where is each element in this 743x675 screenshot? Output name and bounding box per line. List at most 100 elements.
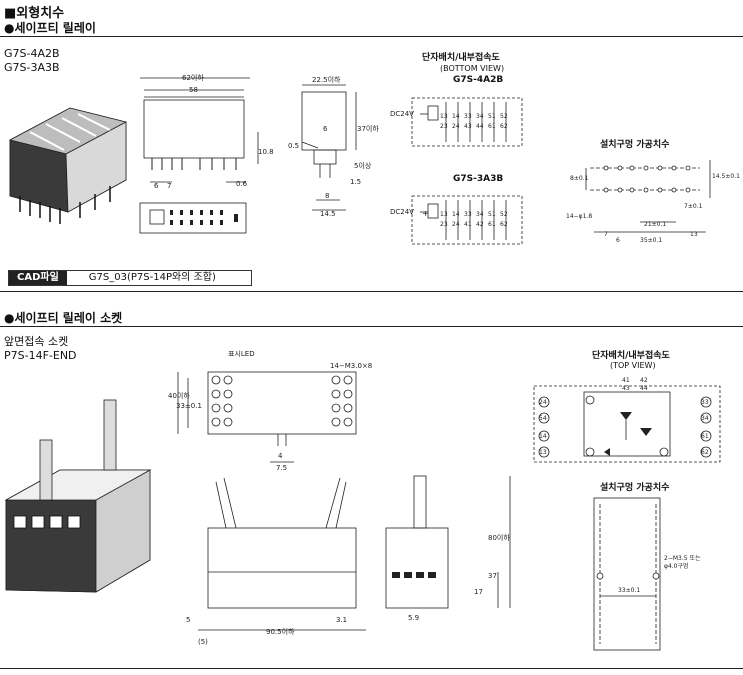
coil-label: DC24V <box>390 110 414 118</box>
svg-text:62: 62 <box>701 449 709 456</box>
socket-mount-dims: 33±0.1 2−M3.5 또는 φ4.0구멍 <box>618 555 701 594</box>
svg-text:7.5: 7.5 <box>276 464 287 472</box>
mount-title: 설치구멍 가공치수 <box>600 140 670 150</box>
terminal-numbers-a: 13 14 33 34 51 52 23 24 43 44 61 62 <box>440 113 508 130</box>
svg-text:41: 41 <box>622 377 630 384</box>
svg-text:24: 24 <box>452 123 460 130</box>
svg-text:5: 5 <box>186 616 190 624</box>
svg-text:14−M3.0×8: 14−M3.0×8 <box>330 362 372 370</box>
svg-text:90.5이하: 90.5이하 <box>266 627 295 636</box>
dim-label: 1.5 <box>350 178 361 186</box>
model-b-label: G7S-3A3B <box>453 174 504 184</box>
svg-text:2−M3.5 또는: 2−M3.5 또는 <box>664 555 701 562</box>
divider <box>0 668 743 669</box>
terminal-diagram-4a2b <box>411 97 523 147</box>
svg-text:43: 43 <box>464 123 472 130</box>
relay-bottom-view <box>139 202 247 234</box>
dim-label: 14.5 <box>320 210 336 218</box>
dim-label: 62이하 <box>182 73 204 82</box>
dim-label: 37이하 <box>357 124 379 133</box>
svg-text:61: 61 <box>701 433 709 440</box>
svg-text:41: 41 <box>464 221 472 228</box>
socket-terminal-title: 단자배치/내부접속도 <box>592 351 670 361</box>
svg-text:13: 13 <box>539 449 547 456</box>
socket-mount-holes <box>593 497 661 651</box>
svg-text:51: 51 <box>488 113 496 120</box>
divider <box>0 291 743 292</box>
svg-text:54: 54 <box>539 415 547 422</box>
relay-isometric-illustration <box>8 107 128 224</box>
socket-front-view <box>198 477 366 631</box>
page-title: ■외형치수 <box>4 6 65 21</box>
dim-label: 6 <box>323 125 328 133</box>
section-title-relay: ●세이프티 릴레이 <box>4 21 96 35</box>
svg-text:14: 14 <box>452 113 460 120</box>
svg-text:34: 34 <box>476 113 484 120</box>
cad-label: CAD파일 <box>9 271 67 285</box>
svg-text:13: 13 <box>440 211 448 218</box>
model-label: G7S-4A2B <box>4 47 60 60</box>
svg-text:13: 13 <box>690 231 698 238</box>
socket-side-view <box>385 475 511 609</box>
socket-top-view <box>177 371 357 463</box>
svg-text:5.9: 5.9 <box>408 614 419 622</box>
mount-dims: 8±0.1 14.5±0.1 7±0.1 21±0.1 35±0.1 13 7 … <box>566 173 740 244</box>
svg-text:61: 61 <box>488 123 496 130</box>
svg-text:51: 51 <box>488 211 496 218</box>
socket-isometric-illustration <box>4 399 152 593</box>
svg-text:4: 4 <box>278 452 283 460</box>
model-label: G7S-3A3B <box>4 61 60 74</box>
dim-label: 22.5이하 <box>312 75 341 84</box>
svg-text:23: 23 <box>440 221 448 228</box>
coil-label: DC24V <box>390 208 414 216</box>
svg-text:34: 34 <box>701 415 709 422</box>
svg-text:33±0.1: 33±0.1 <box>618 587 640 594</box>
svg-text:3.1: 3.1 <box>336 616 347 624</box>
svg-text:42: 42 <box>476 221 484 228</box>
svg-text:13: 13 <box>440 113 448 120</box>
svg-text:7: 7 <box>604 231 608 238</box>
terminal-title: 단자배치/내부접속도 <box>422 53 500 63</box>
svg-text:52: 52 <box>500 113 508 120</box>
svg-text:35±0.1: 35±0.1 <box>640 237 662 244</box>
svg-text:24: 24 <box>539 399 547 406</box>
relay-front-view <box>140 77 259 183</box>
svg-text:14: 14 <box>452 211 460 218</box>
dim-label: 58 <box>189 86 198 94</box>
svg-text:14: 14 <box>539 433 547 440</box>
dim-label: 6 <box>154 182 159 190</box>
svg-text:7±0.1: 7±0.1 <box>684 203 703 210</box>
svg-text:44: 44 <box>476 123 484 130</box>
socket-type: 앞면접속 소켓 <box>4 335 69 348</box>
cad-file-box[interactable]: CAD파일 G7S_03(P7S-14P와의 조합) <box>8 270 252 286</box>
svg-text:80이하: 80이하 <box>488 533 510 542</box>
dim-label: 5이상 <box>354 161 372 170</box>
svg-text:40이하: 40이하 <box>168 391 190 400</box>
socket-top-dims: 표시LED 14−M3.0×8 40이하 33±0.1 4 7.5 <box>168 350 372 472</box>
svg-text:23: 23 <box>440 123 448 130</box>
section-title-socket: ●세이프티 릴레이 소켓 <box>4 311 123 325</box>
svg-text:17: 17 <box>474 588 483 596</box>
svg-text:44: 44 <box>640 385 648 392</box>
divider <box>0 326 743 327</box>
svg-text:33±0.1: 33±0.1 <box>176 402 202 410</box>
bottom-view-label: (BOTTOM VIEW) <box>440 64 505 73</box>
svg-text:14−φ1.8: 14−φ1.8 <box>566 213 592 220</box>
dim-label: 0.5 <box>288 142 299 150</box>
svg-text:52: 52 <box>500 211 508 218</box>
socket-model: P7S-14F-END <box>4 349 77 362</box>
svg-text:61: 61 <box>488 221 496 228</box>
socket-terminal-diagram <box>533 385 721 463</box>
svg-text:42: 42 <box>640 377 648 384</box>
cad-file-link[interactable]: G7S_03(P7S-14P와의 조합) <box>88 272 216 283</box>
terminal-diagram-3a3b <box>411 195 523 245</box>
top-view-label: (TOP VIEW) <box>610 361 656 370</box>
svg-text:62: 62 <box>500 123 508 130</box>
svg-text:(5): (5) <box>198 638 208 646</box>
svg-text:33: 33 <box>464 113 472 120</box>
svg-text:43: 43 <box>622 385 630 392</box>
socket-front-dims: 90.5이하 5 (5) 3.1 <box>186 616 347 646</box>
